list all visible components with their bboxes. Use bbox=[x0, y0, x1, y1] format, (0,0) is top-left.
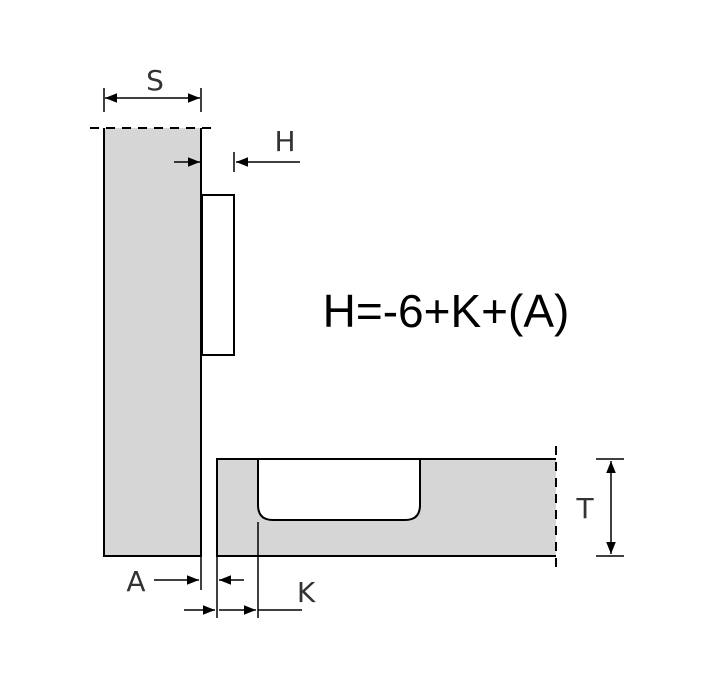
label-k: K bbox=[297, 576, 316, 609]
hinge-plate bbox=[201, 194, 235, 356]
side-panel bbox=[216, 446, 557, 572]
dimension-k: K bbox=[184, 522, 316, 618]
formula-text: H=-6+K+(A) bbox=[323, 285, 570, 337]
label-a: A bbox=[126, 565, 145, 598]
dimension-s: S bbox=[103, 64, 202, 112]
dimension-a: A bbox=[126, 556, 244, 598]
dimension-h: H bbox=[174, 125, 300, 172]
label-h: H bbox=[274, 125, 295, 158]
dimension-t: T bbox=[575, 458, 624, 557]
door-panel bbox=[90, 127, 214, 557]
label-t: T bbox=[575, 492, 594, 525]
label-s: S bbox=[146, 64, 164, 97]
